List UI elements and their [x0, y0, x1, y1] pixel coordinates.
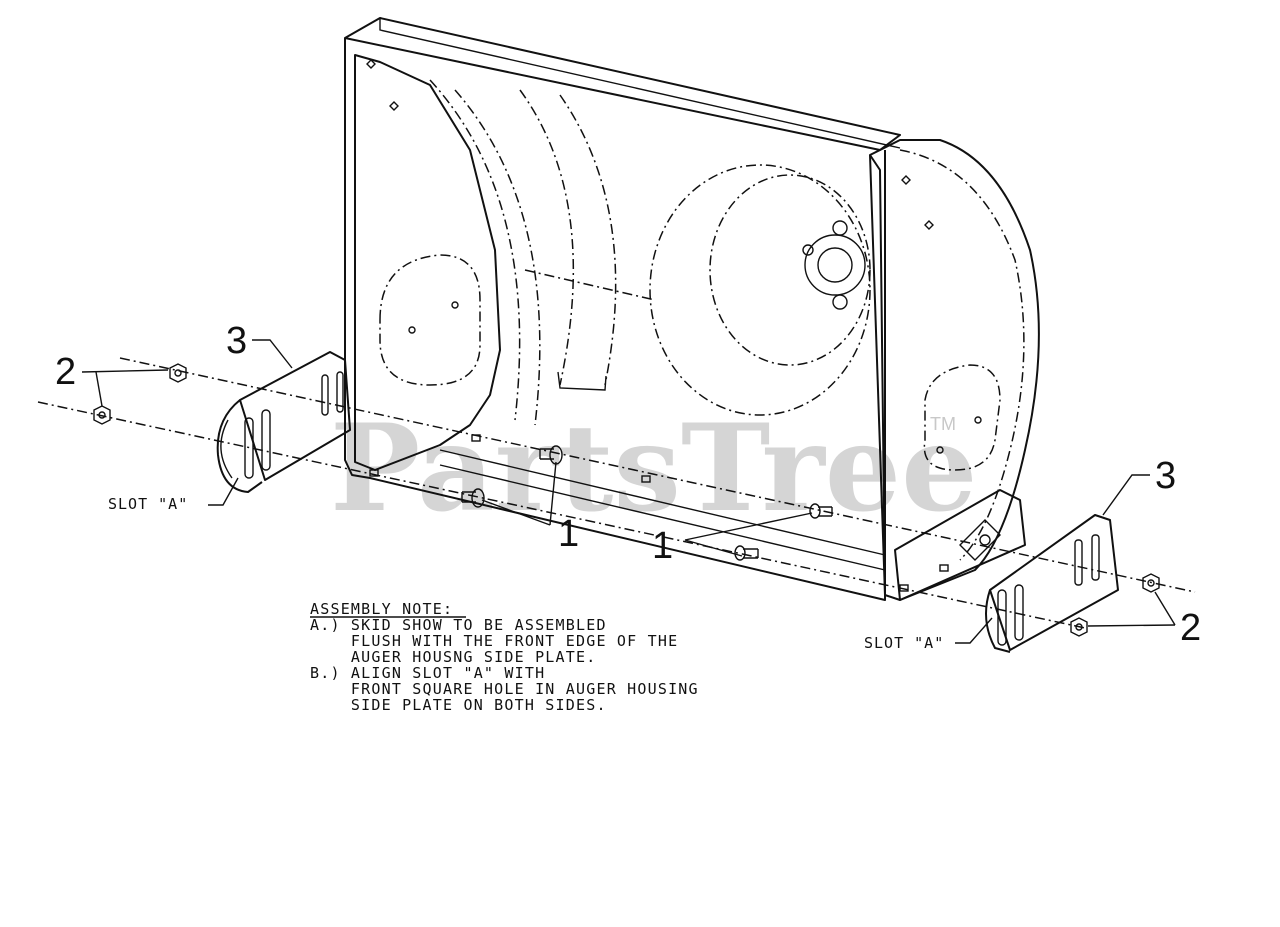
assembly-note-heading: ASSEMBLY NOTE:: [310, 600, 453, 618]
carriage-bolts: [461, 445, 833, 561]
skid-right: [985, 514, 1119, 653]
callout-nut-left: 2: [55, 351, 76, 393]
assembly-note-line: FLUSH WITH THE FRONT EDGE OF THE: [310, 632, 678, 650]
skid-left: [216, 351, 351, 493]
bolt-icon: [809, 503, 833, 519]
callout-bolt-right: 1: [652, 525, 673, 567]
callout-nut-right: 2: [1180, 607, 1201, 649]
assembly-note-line: AUGER HOUSNG SIDE PLATE.: [310, 648, 596, 666]
assembly-note-line: FRONT SQUARE HOLE IN AUGER HOUSING: [310, 680, 699, 698]
slot-a-label-right: SLOT "A": [864, 634, 944, 652]
assembly-note-line: A.) SKID SHOW TO BE ASSEMBLED: [310, 616, 607, 634]
nut-icon: [93, 405, 111, 425]
nut-icon: [169, 363, 187, 383]
auger-housing: [344, 17, 1040, 601]
assembly-note-line: SIDE PLATE ON BOTH SIDES.: [310, 696, 607, 714]
slot-a-label-left: SLOT "A": [108, 495, 188, 513]
assembly-note-line: B.) ALIGN SLOT "A" WITH: [310, 664, 545, 682]
watermark-tm: TM: [930, 414, 956, 434]
bolt-icon: [461, 488, 485, 508]
hex-nuts: [93, 363, 1160, 637]
bolt-icon: [734, 545, 759, 561]
callout-skid-left: 3: [226, 320, 247, 362]
nut-icon: [1070, 617, 1088, 637]
nut-icon: [1142, 573, 1160, 593]
callout-bolt-left: 1: [558, 513, 579, 555]
alignment-lines: [37, 357, 1196, 629]
leader-lines: [81, 339, 1176, 644]
callout-skid-right: 3: [1155, 455, 1176, 497]
assembly-note: ASSEMBLY NOTE: A.) SKID SHOW TO BE ASSEM…: [310, 600, 699, 714]
